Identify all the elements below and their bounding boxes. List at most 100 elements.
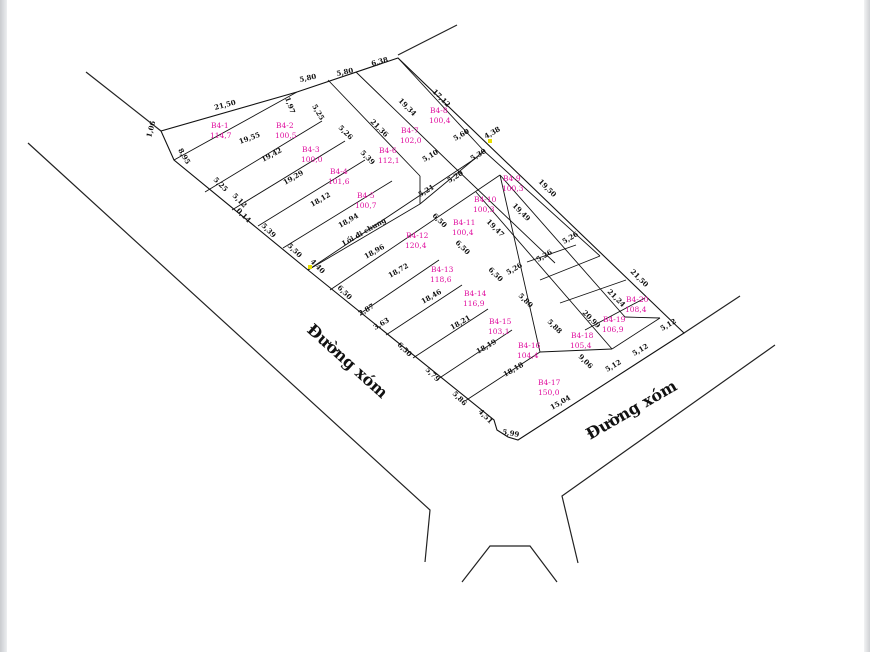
lot-id: B4-16 [518,341,541,350]
boundary-line [173,91,298,161]
dimension: 5,86 [451,389,470,408]
dimension: 5,20 [446,168,465,184]
dimension: 18,72 [387,261,411,280]
dimension: 19,29 [282,168,306,187]
lot-id: B4-2 [276,121,294,130]
lot-lines-lower [307,157,661,402]
boundary-line [307,203,421,271]
dimension: 5,21 [417,182,436,198]
dimension: 19,49 [511,201,533,223]
dimension: 5,50 [286,241,305,260]
lot-area: 103,1 [488,327,509,336]
lot-id: B4-3 [302,145,320,154]
lot-id: B4-8 [430,106,448,115]
parcel-boundary [160,57,685,441]
dimension: 6,50 [454,238,473,257]
dimension: 5,80 [299,72,318,84]
road-bottom-fork [461,545,558,583]
boundary-line [360,259,440,314]
lot-area: 106,9 [602,325,624,334]
boundary-line [451,164,556,264]
lot-area: 114,7 [210,131,232,140]
boundary-line [464,351,541,402]
lot-lines-upper [173,57,601,271]
dimension: 5,39 [260,221,279,240]
lot-area: 100,5 [275,131,297,140]
dimension: 0,14 [235,206,254,225]
survey-markers [308,139,492,269]
dimension: 5,25 [310,103,326,122]
lot-id: B4-18 [571,331,594,340]
dimension: 5,88 [546,317,565,336]
lot-area: 100,4 [429,116,451,125]
lot-id: B4-10 [474,195,497,204]
dimension: 19,42 [260,145,284,163]
survey-marker [488,139,492,143]
lot-id: B4-9 [503,174,521,183]
road-right-upper-edge [683,295,741,334]
lot-id: B4-20 [626,295,649,304]
boundary-line [559,279,627,304]
boundary-line [397,57,485,152]
road-label-right: Đường xóm [583,376,681,443]
dimension: 4,51 [477,407,496,426]
road-label-left: Đường xóm [303,320,391,402]
dimension: 18,18 [502,360,526,379]
lot-id: B4-5 [357,191,375,200]
dimension: 5,10 [421,147,440,163]
dimension: 5,12 [631,341,650,357]
boundary-line [257,159,366,227]
dimension: 5,26 [561,229,580,245]
lot-id: B4-15 [489,317,512,326]
dimension: 5,39 [359,148,378,167]
dimension: 8,95 [176,147,192,166]
boundary-line [475,191,613,350]
dimension: 5,26 [535,247,554,263]
dimension: 5,80 [336,66,355,78]
lot-id: B4-14 [464,289,487,298]
dimension: 6,38 [370,55,389,68]
boundary-line [499,174,541,353]
lot-area: 150,0 [538,388,560,397]
boundary-line [329,174,501,291]
lot-area: 108,4 [625,305,647,314]
lot-id: B4-19 [603,315,626,324]
road-lines [27,24,776,583]
lot-id: B4-4 [330,167,348,176]
boundary-line [307,157,477,271]
screen-edge-left [0,0,7,652]
lot-id: B4-13 [431,265,454,274]
dimension: 2,87 [357,301,376,317]
dimension: 5,60 [452,126,471,142]
lot-id: B4-6 [379,146,397,155]
survey-marker [308,265,312,269]
dimension: 19,47 [485,217,507,239]
dimension: 19,50 [537,177,559,199]
dimension: 9,06 [577,352,596,371]
dimension: 5,79 [424,365,443,384]
boundary-line [526,244,577,263]
dimension: 18,46 [420,287,444,306]
lot-area: 100,7 [355,201,377,210]
dimension: 1,97 [283,96,297,115]
road-top-edge [397,24,458,56]
boundary-line [624,316,661,319]
lot-area: 100,3 [502,184,524,193]
lot-area: 120,4 [405,241,427,250]
dimension: 21,36 [369,117,391,139]
block-outline [160,57,685,441]
boundary-line [499,174,626,318]
dimension: 6,50 [487,265,506,284]
lot-area: 100,0 [301,155,323,164]
lot-area: 101,6 [328,177,350,186]
lot-area: 102,0 [400,136,422,145]
boundary-line [584,297,646,331]
lot-id: B4-1 [211,121,229,130]
boundary-line [282,180,393,249]
boundary-line [437,329,513,380]
dimension: 6,50 [336,283,355,302]
lot-area: 105,4 [570,341,592,350]
dimension: 18,96 [363,242,387,261]
